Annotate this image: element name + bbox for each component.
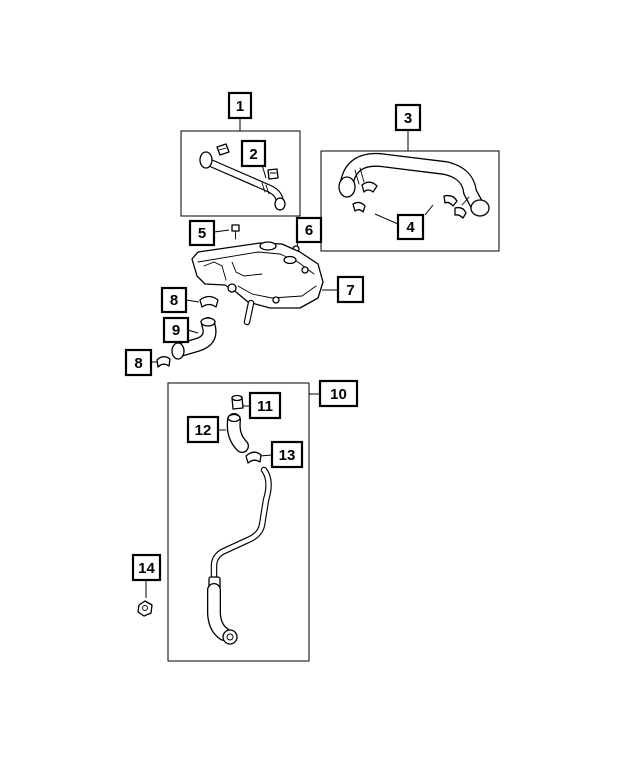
callout-2: 2 bbox=[240, 139, 267, 168]
callout-5-label: 5 bbox=[198, 225, 206, 242]
callout-11: 11 bbox=[248, 391, 282, 420]
callout-7: 7 bbox=[336, 275, 365, 304]
callout-8-upper: 8 bbox=[160, 286, 188, 314]
callout-8-upper-label: 8 bbox=[170, 292, 178, 309]
part-coolant-hose bbox=[338, 152, 490, 219]
callout-13: 13 bbox=[270, 440, 304, 469]
callout-3-label: 3 bbox=[404, 110, 412, 127]
callout-5: 5 bbox=[188, 219, 216, 247]
callout-13-label: 13 bbox=[279, 447, 296, 464]
callout-4-label: 4 bbox=[406, 219, 415, 236]
part-small-hose bbox=[171, 317, 217, 360]
group-frame-10 bbox=[167, 382, 310, 662]
callout-9-label: 9 bbox=[172, 322, 180, 339]
part-clamp-upper bbox=[199, 295, 219, 308]
callout-8-lower-label: 8 bbox=[134, 355, 142, 372]
group-frame-3 bbox=[320, 150, 500, 252]
callout-14: 14 bbox=[131, 553, 162, 582]
part-clamp-lower bbox=[156, 356, 171, 368]
callout-7-label: 7 bbox=[346, 282, 354, 299]
callout-4: 4 bbox=[396, 213, 425, 241]
callout-2-label: 2 bbox=[249, 146, 257, 163]
part-clip bbox=[137, 600, 153, 617]
part-fitting bbox=[231, 394, 244, 410]
leader-lines bbox=[145, 118, 434, 598]
part-short-hose bbox=[226, 413, 249, 453]
part-breather-tube bbox=[199, 143, 286, 211]
callout-1-label: 1 bbox=[236, 98, 244, 115]
callout-6-label: 6 bbox=[305, 222, 313, 239]
part-clamp-13 bbox=[245, 451, 262, 464]
callout-8-lower: 8 bbox=[124, 348, 153, 377]
callout-14-label: 14 bbox=[138, 560, 155, 577]
callout-10: 10 bbox=[318, 379, 359, 408]
callout-12: 12 bbox=[186, 415, 220, 444]
part-bolt bbox=[231, 224, 240, 240]
part-reservoir-housing bbox=[191, 241, 324, 326]
callout-12-label: 12 bbox=[195, 422, 212, 439]
callout-3: 3 bbox=[394, 103, 422, 132]
callout-10-label: 10 bbox=[330, 386, 347, 403]
callout-6: 6 bbox=[295, 216, 323, 244]
callout-9: 9 bbox=[162, 316, 190, 344]
part-long-tube bbox=[207, 466, 272, 645]
callout-1: 1 bbox=[227, 91, 253, 120]
callout-11-label: 11 bbox=[257, 398, 273, 415]
